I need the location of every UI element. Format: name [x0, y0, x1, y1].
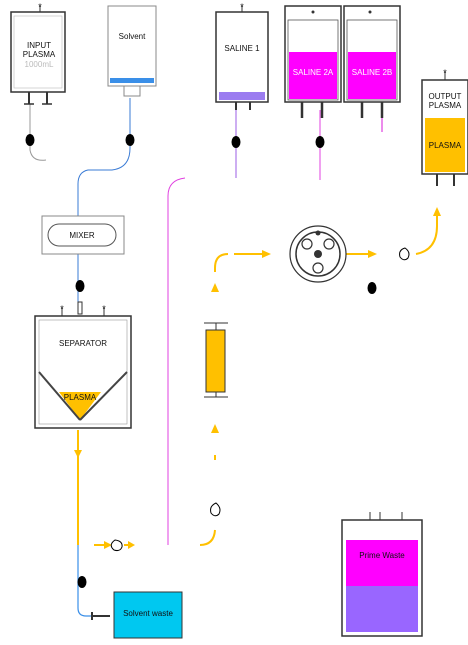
input-plasma-volume: 1000mL: [24, 60, 54, 69]
output-plasma-bag[interactable]: *: [421, 68, 468, 186]
solvent-waste-container[interactable]: [91, 591, 183, 639]
plasma-up-arrow-2: [211, 283, 219, 292]
solvent-clamp[interactable]: [125, 134, 135, 146]
output-valve[interactable]: [399, 247, 410, 261]
plasma-out-valve[interactable]: [110, 539, 123, 552]
pump-out-clamp[interactable]: [367, 282, 377, 294]
saline-1-clamp[interactable]: [231, 136, 241, 148]
separator-label: SEPARATOR: [58, 339, 107, 348]
plasma-curve-up: [199, 529, 216, 546]
plasma-up-arrow-1: [211, 424, 219, 433]
input-plasma-bag[interactable]: *: [10, 2, 66, 105]
plasma-to-output-line: [415, 214, 438, 255]
saline-2b-bag[interactable]: [343, 5, 401, 132]
saline-2a-label: SALINE 2A: [292, 68, 334, 77]
prime-waste-label: Prime Waste: [359, 551, 405, 560]
plasma-right-arrow-2: [128, 541, 135, 549]
solvent-waste-clamp[interactable]: [77, 576, 87, 588]
saline-2a-clamp[interactable]: [315, 136, 325, 148]
input-plasma-label-line2: PLASMA: [22, 50, 56, 59]
saline-1-label: SALINE 1: [224, 44, 260, 53]
plasma-right-arrow-3: [262, 250, 271, 258]
peristaltic-pump[interactable]: [289, 225, 347, 283]
plasma-down-arrow: [74, 450, 82, 458]
plasma-up-arrow-3: [433, 207, 441, 216]
output-plasma-label-line1: OUTPUT: [428, 92, 462, 101]
solvent-line: [77, 98, 131, 216]
mixer-clamp[interactable]: [75, 280, 85, 292]
saline-2a-bag[interactable]: [284, 5, 342, 118]
solvent-bag[interactable]: [107, 5, 157, 97]
column-inlet-valve[interactable]: [210, 502, 221, 517]
separator-plasma-label: PLASMA: [63, 393, 97, 402]
input-plasma-line: [29, 104, 47, 161]
solvent-label: Solvent: [118, 32, 146, 41]
prime-waste-bag[interactable]: [341, 512, 423, 637]
output-plasma-fill-label: PLASMA: [428, 141, 462, 150]
saline-1-bag[interactable]: *: [215, 2, 269, 110]
mixer-label: MIXER: [69, 231, 95, 240]
input-plasma-label-line1: INPUT: [27, 41, 51, 50]
chromatography-column: [205, 329, 226, 393]
plasma-right-arrow-4: [368, 250, 377, 258]
plasma-right-arrow-1: [104, 541, 112, 549]
saline-2b-label: SALINE 2B: [351, 68, 393, 77]
solvent-waste-label: Solvent waste: [123, 609, 173, 618]
plasma-curve-to-pump: [214, 253, 229, 269]
mixer[interactable]: [41, 215, 125, 255]
output-plasma-label-line2: PLASMA: [428, 101, 462, 110]
separator[interactable]: * *: [34, 301, 132, 429]
input-plasma-clamp[interactable]: [25, 134, 35, 146]
magenta-return-line: [167, 177, 186, 545]
to-solvent-waste-line: [77, 545, 100, 617]
